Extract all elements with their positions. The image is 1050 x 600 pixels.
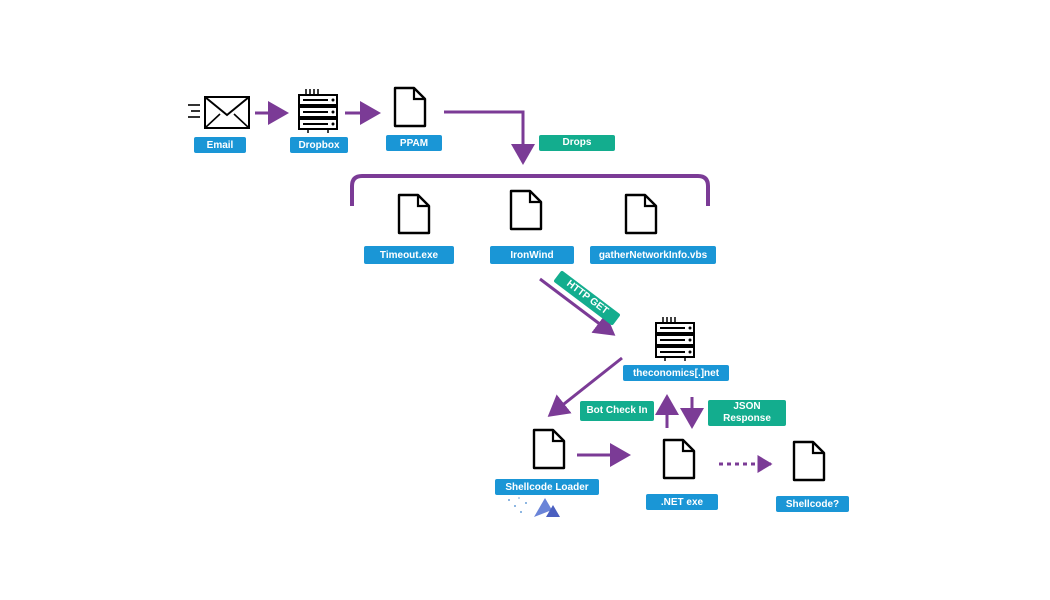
- file-icon: [509, 189, 543, 231]
- node-label-shellcode: Shellcode?: [776, 496, 849, 512]
- edge-label-bot-check-in: Bot Check In: [580, 401, 654, 421]
- edge-label-json-response: JSON Response: [708, 400, 786, 426]
- node-label-timeout: Timeout.exe: [364, 246, 454, 264]
- server-icon: [655, 317, 695, 361]
- drops-bracket: [350, 174, 710, 206]
- server-icon: [298, 89, 338, 133]
- node-label-email: Email: [194, 137, 246, 153]
- node-label-server: theconomics[.]net: [623, 365, 729, 381]
- file-icon: [662, 438, 696, 480]
- node-label-ironwind: IronWind: [490, 246, 574, 264]
- file-icon: [397, 193, 431, 235]
- arrow-server-loader: [547, 356, 623, 417]
- arrow-ppam-drops: [444, 110, 535, 165]
- file-icon: [532, 428, 566, 470]
- file-icon: [624, 193, 658, 235]
- node-label-dropbox: Dropbox: [290, 137, 348, 153]
- node-label-loader: Shellcode Loader: [495, 479, 599, 495]
- arrow-ironwind-server: [539, 277, 616, 336]
- file-icon: [393, 86, 427, 128]
- watermark-logo: [508, 497, 560, 517]
- node-label-gather: gatherNetworkInfo.vbs: [590, 246, 716, 264]
- envelope-icon: [188, 96, 250, 129]
- edge-label-drops: Drops: [539, 135, 615, 151]
- node-label-netexe: .NET exe: [646, 494, 718, 510]
- node-label-ppam: PPAM: [386, 135, 442, 151]
- file-icon: [792, 440, 826, 482]
